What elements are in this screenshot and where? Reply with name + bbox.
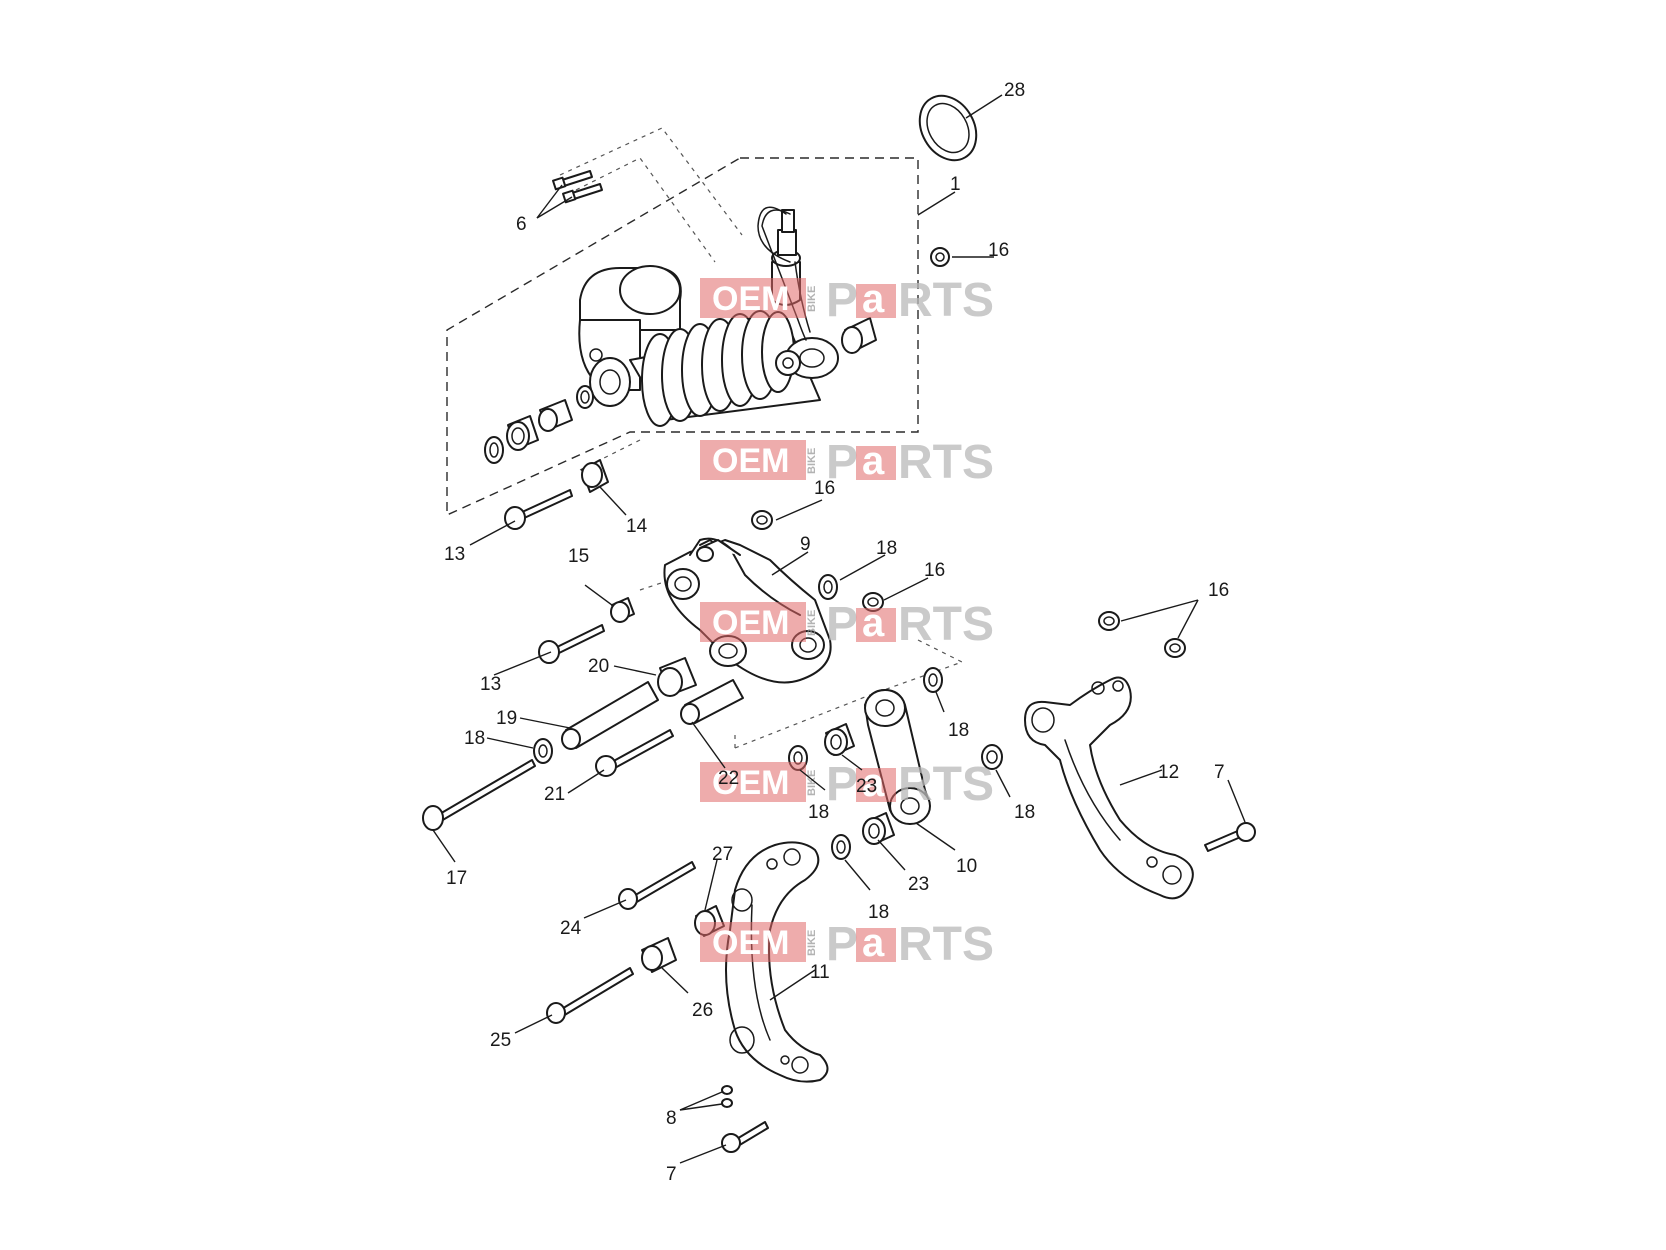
callout-16-rocker: 16 — [814, 478, 835, 499]
callout-13-upper: 13 — [444, 544, 465, 565]
svg-text:a: a — [862, 921, 885, 965]
callout-28: 28 — [1004, 80, 1025, 101]
callout-16-right: 16 — [1208, 580, 1229, 601]
part-21-bolt — [595, 729, 674, 777]
svg-text:RTS: RTS — [898, 918, 994, 971]
part-23-bearings — [824, 723, 895, 845]
callout-18-d: 18 — [948, 720, 969, 741]
callout-18-a: 18 — [876, 538, 897, 559]
svg-text:BIKE: BIKE — [806, 610, 818, 636]
callout-18-b: 18 — [464, 728, 485, 749]
callout-16-mid: 16 — [924, 560, 945, 581]
part-15-spacer — [610, 597, 635, 623]
svg-text:RTS: RTS — [898, 436, 994, 489]
callout-22: 22 — [718, 768, 739, 789]
part-12-rh-footrest-hanger — [1024, 676, 1194, 900]
callout-18-e: 18 — [1014, 802, 1035, 823]
part-10-drag-link — [864, 689, 931, 825]
callout-18-c: 18 — [808, 802, 829, 823]
watermark-1: OEM BIKE P a RTS — [700, 274, 994, 327]
leader-lines — [432, 94, 1246, 1164]
svg-text:RTS: RTS — [898, 598, 994, 651]
parts-19-20-22-sleeves — [561, 657, 744, 750]
callout-23-a: 23 — [856, 776, 877, 797]
svg-text:BIKE: BIKE — [806, 448, 818, 474]
svg-text:a: a — [862, 601, 885, 645]
callout-19: 19 — [496, 708, 517, 729]
callout-9: 9 — [800, 534, 811, 555]
callout-24: 24 — [560, 918, 582, 939]
callout-10: 10 — [956, 856, 977, 877]
part-13-bolts — [504, 489, 605, 664]
part-28-o-ring — [918, 94, 978, 162]
callout-20: 20 — [588, 656, 609, 677]
callout-27: 27 — [712, 844, 733, 865]
part-18-washers — [533, 574, 1003, 860]
watermark-3: OEM BIKE P a RTS — [700, 598, 994, 651]
callout-25: 25 — [490, 1030, 511, 1051]
svg-text:BIKE: BIKE — [806, 770, 818, 796]
svg-text:P: P — [826, 758, 858, 811]
callout-18-f: 18 — [868, 902, 889, 923]
svg-text:OEM: OEM — [712, 280, 789, 318]
part-16-nuts — [751, 247, 1186, 658]
callout-6: 6 — [516, 214, 527, 235]
callout-21: 21 — [544, 784, 565, 805]
svg-text:BIKE: BIKE — [806, 286, 818, 312]
svg-text:P: P — [826, 918, 858, 971]
callout-7-right: 7 — [1214, 762, 1225, 783]
svg-text:a: a — [862, 761, 885, 805]
callout-13-lower: 13 — [480, 674, 501, 695]
callout-14: 14 — [626, 516, 648, 537]
callout-11: 11 — [810, 962, 830, 983]
watermark-5: OEM BIKE P a RTS — [700, 918, 994, 971]
part-8-screws — [721, 1085, 733, 1108]
svg-text:OEM: OEM — [712, 924, 789, 962]
svg-text:BIKE: BIKE — [806, 930, 818, 956]
callout-23-b: 23 — [908, 874, 929, 895]
callout-1: 1 — [950, 174, 961, 195]
svg-text:a: a — [862, 439, 885, 483]
svg-text:P: P — [826, 274, 858, 327]
callout-17: 17 — [446, 868, 467, 889]
svg-text:OEM: OEM — [712, 604, 789, 642]
callout-7-bottom: 7 — [666, 1164, 677, 1185]
svg-text:RTS: RTS — [898, 758, 994, 811]
svg-text:OEM: OEM — [712, 764, 789, 802]
callout-26: 26 — [692, 1000, 713, 1021]
part-7-bolts — [721, 822, 1256, 1153]
parts-24-27-fixings — [546, 861, 725, 1024]
shock-upper-spacers — [484, 317, 877, 464]
watermark-4: OEM BIKE P a RTS — [700, 758, 994, 811]
svg-text:P: P — [826, 436, 858, 489]
svg-text:P: P — [826, 598, 858, 651]
svg-text:OEM: OEM — [712, 442, 789, 480]
callout-16-top: 16 — [988, 240, 1009, 261]
part-17-long-bolt — [422, 759, 536, 831]
part-6-bolts — [552, 170, 603, 204]
callout-8: 8 — [666, 1108, 677, 1129]
callout-12: 12 — [1158, 762, 1179, 783]
svg-text:a: a — [862, 277, 885, 321]
part-1-rear-suspension-unit — [578, 206, 839, 427]
svg-text:RTS: RTS — [898, 274, 994, 327]
part-14-spacer — [581, 459, 609, 493]
callout-labels: 28 1 6 16 16 14 13 9 18 16 16 15 13 20 1… — [444, 80, 1229, 1185]
watermark-2: OEM BIKE P a RTS — [700, 436, 994, 489]
callout-15: 15 — [568, 546, 589, 567]
